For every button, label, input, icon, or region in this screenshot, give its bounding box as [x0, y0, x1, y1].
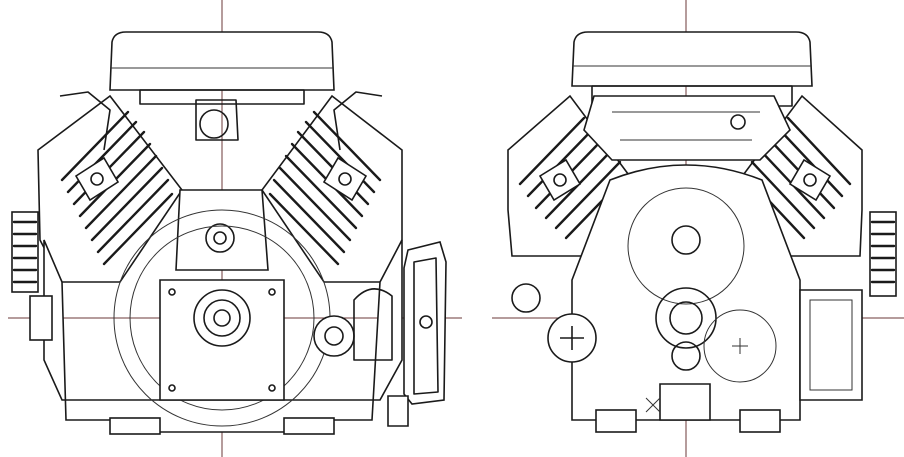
rear-left-foot — [595, 409, 637, 433]
front-starter-motor — [11, 211, 39, 293]
front-left-cylinder — [37, 91, 183, 283]
front-air-cleaner-cover — [109, 31, 335, 91]
rear-air-cleaner-cover — [571, 31, 813, 87]
front-oil-filter — [313, 315, 355, 357]
rear-crankcase-cover — [571, 164, 801, 421]
front-view — [8, 0, 462, 457]
front-left-foot — [109, 417, 161, 435]
rear-right-foot — [739, 409, 781, 433]
rear-view — [492, 0, 904, 457]
front-right-cylinder — [261, 91, 403, 283]
front-crankshaft-hub — [193, 289, 251, 347]
rear-starter-motor — [869, 211, 897, 297]
front-right-foot — [283, 417, 335, 435]
front-central-bracket — [175, 189, 269, 271]
rear-crankshaft-hub — [655, 287, 717, 349]
front-dipstick-tube — [403, 241, 447, 405]
rear-intake-manifold — [583, 95, 791, 161]
rear-oil-drain — [659, 383, 711, 421]
rear-timing-gear — [627, 187, 745, 305]
